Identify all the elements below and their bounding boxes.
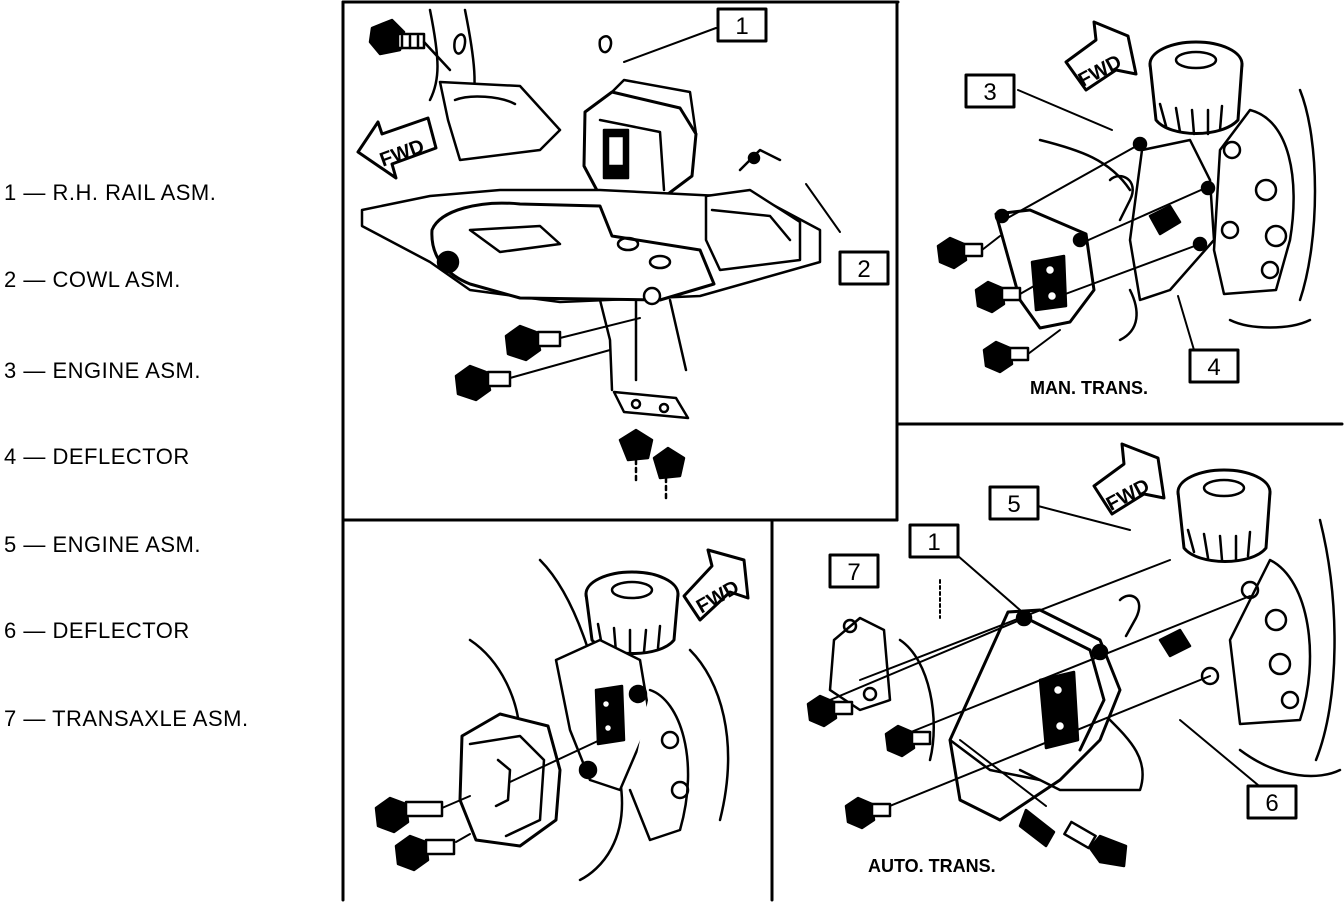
bolt-icon [982,329,1061,374]
oil-filter [1148,40,1244,136]
legend-item-7: 7 — TRANSAXLE ASM. [4,706,249,731]
callout-4: 4 [1188,348,1240,384]
oil-filter [1176,468,1272,563]
legend-item-4: 4 — DEFLECTOR [4,444,190,469]
bolt-icon [844,796,892,830]
panel-top-right: FWD [936,20,1317,398]
bolt-icon [884,724,932,758]
callout-1: 1 [716,7,768,43]
bolt-icon [936,235,1001,270]
oil-filter [584,570,680,656]
svg-text:3: 3 [983,79,996,106]
legend-item-3: 3 — ENGINE ASM. [4,358,201,383]
bolt-icon [1018,808,1128,868]
bolt-icon [974,280,1035,314]
bolt-icon [806,694,854,728]
parts-legend: 1 — R.H. RAIL ASM. 2 — COWL ASM. 3 — ENG… [0,0,340,904]
svg-text:1: 1 [735,13,748,40]
bolt-icon [368,18,452,72]
callout-1-auto: 1 [908,523,960,559]
callout-3: 3 [964,73,1016,109]
svg-text:2: 2 [857,256,870,283]
fwd-arrow-icon: FWD [682,548,750,622]
svg-text:5: 5 [1007,491,1020,518]
callout-6: 6 [1246,784,1298,820]
svg-text:6: 6 [1265,790,1278,817]
svg-text:7: 7 [847,559,860,586]
bolt-icon [504,317,641,362]
legend-item-6: 6 — DEFLECTOR [4,618,190,643]
bolt-icon [374,795,471,834]
bolt-icon [394,833,471,872]
svg-text:1: 1 [927,529,940,556]
legend-item-5: 5 — ENGINE ASM. [4,532,201,557]
callout-5: 5 [988,485,1040,521]
panel-bottom-right: FWD [806,442,1342,876]
callout-2: 2 [838,250,890,286]
callout-7: 7 [828,553,880,589]
bolt-icon [454,349,611,402]
caption-auto-trans: AUTO. TRANS. [868,856,996,876]
fwd-arrow-icon: FWD [1064,20,1138,92]
svg-text:4: 4 [1207,354,1220,381]
caption-man-trans: MAN. TRANS. [1030,378,1148,398]
legend-item-2: 2 — COWL ASM. [4,267,181,292]
panel-top-left: FWD [356,7,890,500]
legend-item-1: 1 — R.H. RAIL ASM. [4,180,217,205]
fwd-arrow-icon: FWD [1092,442,1166,516]
fwd-arrow-icon: FWD [356,116,438,180]
panel-bottom-left: FWD [374,548,750,882]
panel-frame [341,0,1344,902]
